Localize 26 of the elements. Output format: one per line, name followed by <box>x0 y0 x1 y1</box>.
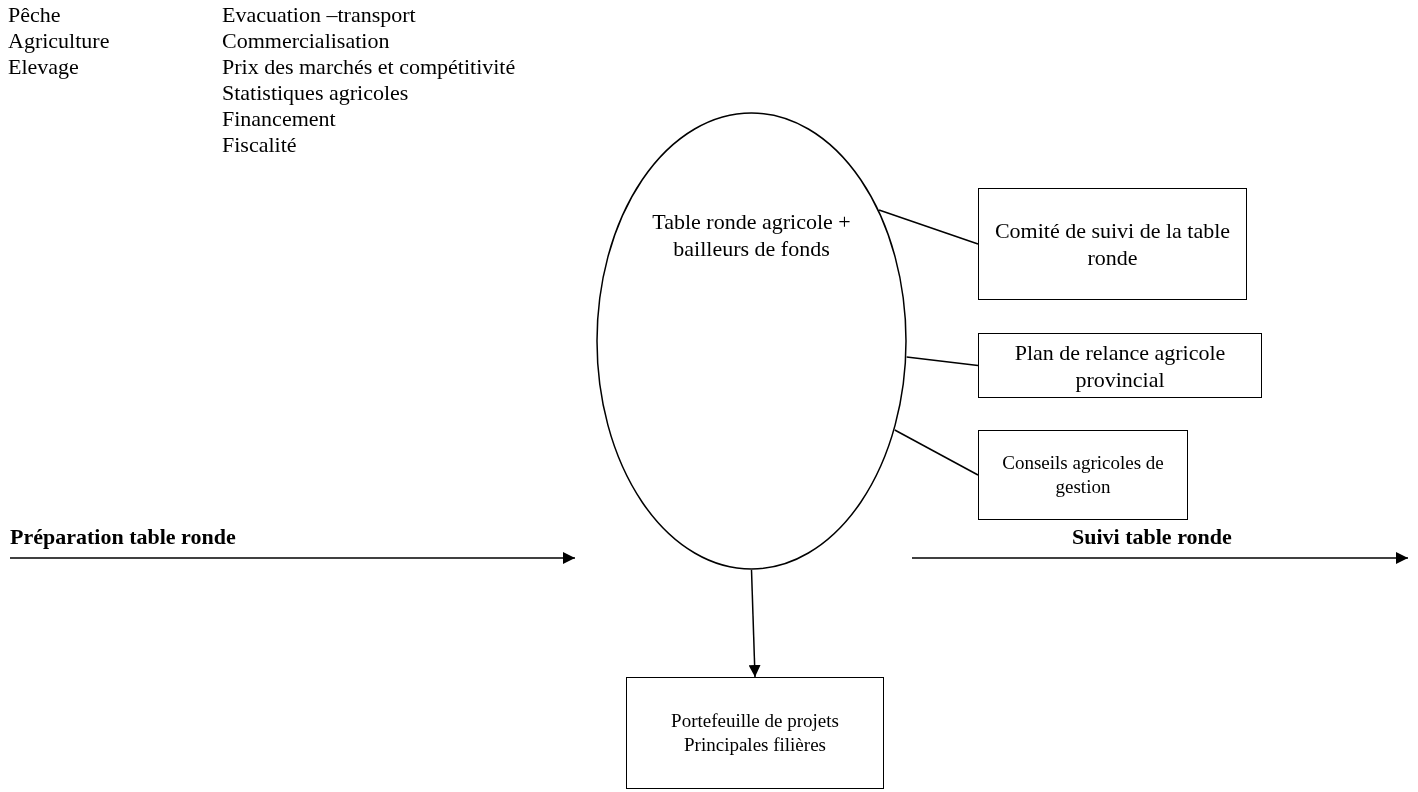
list-item: Commercialisation <box>222 28 390 54</box>
node-text: Table ronde agricole + bailleurs de fonds <box>651 208 852 262</box>
list-item: Elevage <box>8 54 79 80</box>
node-text: Conseils agricoles de gestion <box>1001 451 1165 499</box>
ellipse-node <box>596 112 907 570</box>
connector-line <box>894 429 979 476</box>
list-item: Prix des marchés et compétitivité <box>222 54 516 80</box>
connector-line <box>905 356 979 367</box>
phase-heading: Suivi table ronde <box>1072 524 1232 550</box>
text-box <box>978 188 1247 300</box>
text-box <box>978 333 1262 398</box>
node-text: Principales filières <box>684 733 826 757</box>
text-box <box>626 677 884 789</box>
list-item: Agriculture <box>8 28 110 54</box>
node-text: Plan de relance agricole provincial <box>1013 338 1227 393</box>
arrow <box>748 569 761 678</box>
list-item: Statistiques agricoles <box>222 80 409 106</box>
node-text: Comité de suivi de la table ronde <box>993 217 1232 271</box>
list-item: Evacuation –transport <box>222 2 416 28</box>
phase-heading: Préparation table ronde <box>10 524 236 550</box>
list-item: Fiscalité <box>222 132 297 158</box>
connector-line <box>878 209 979 245</box>
list-item: Pêche <box>8 2 61 28</box>
list-item: Financement <box>222 106 336 132</box>
text-box <box>978 430 1188 520</box>
node-text: Portefeuille de projets <box>671 709 839 733</box>
